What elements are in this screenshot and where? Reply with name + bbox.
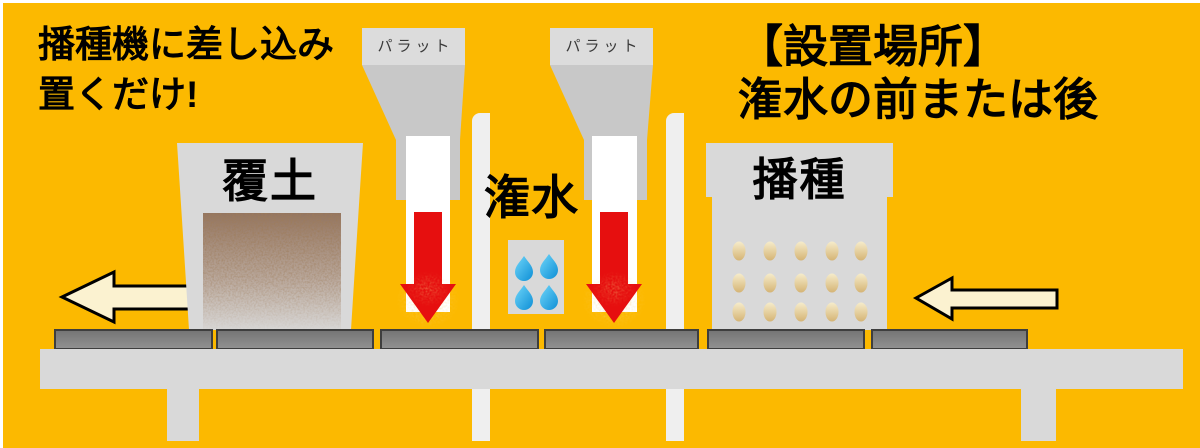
- water-pipe-left: [472, 113, 490, 441]
- frame-border-left: [0, 0, 3, 448]
- note-placement: 【設置場所】 潅水の前または後: [738, 20, 1098, 126]
- conveyor-arrow-right-icon: [912, 275, 1059, 322]
- sand-spray: [592, 271, 636, 307]
- water-drop-icon: [515, 254, 558, 310]
- parat-label-box: [362, 28, 465, 65]
- seed-hopper-label: 播種: [752, 154, 847, 205]
- seedling-tray: [871, 329, 1028, 350]
- watering-label: 潅水: [484, 171, 578, 224]
- seedling-tray: [544, 329, 699, 350]
- note-insert-line2: 置くだけ!: [38, 74, 199, 115]
- seedling-tray: [54, 329, 213, 350]
- parat-label-box: [550, 28, 653, 65]
- watering-box: [508, 240, 564, 314]
- water-pipe-right: [666, 113, 684, 441]
- parat-unit-left: [362, 28, 465, 312]
- seedling-tray: [707, 329, 865, 350]
- table-leg: [167, 389, 199, 441]
- note-placement-line1: 【設置場所】: [738, 21, 1009, 72]
- parat-label-left: パラット: [377, 38, 454, 55]
- note-insert-line1: 播種機に差し込み: [38, 24, 334, 65]
- seeding-box: [706, 143, 893, 330]
- seed-dots: [732, 241, 868, 322]
- conveyor-table: [40, 349, 1183, 441]
- seedling-trays: [54, 329, 1028, 350]
- parat-funnel: [362, 65, 465, 140]
- conveyor-arrow-left-icon: [58, 269, 207, 325]
- note-insert: 播種機に差し込み 置くだけ!: [38, 20, 334, 120]
- parat-label-right: パラット: [565, 38, 642, 55]
- seedling-tray: [380, 329, 539, 350]
- soil-hopper-label: 覆土: [222, 155, 318, 207]
- note-placement-line2: 潅水の前または後: [738, 74, 1099, 125]
- table-leg: [1021, 389, 1056, 441]
- sand-spray: [406, 271, 450, 307]
- parat-funnel: [550, 65, 653, 140]
- frame-border-top: [0, 0, 1200, 3]
- seedling-tray: [216, 329, 374, 350]
- soil-texture: [203, 213, 341, 330]
